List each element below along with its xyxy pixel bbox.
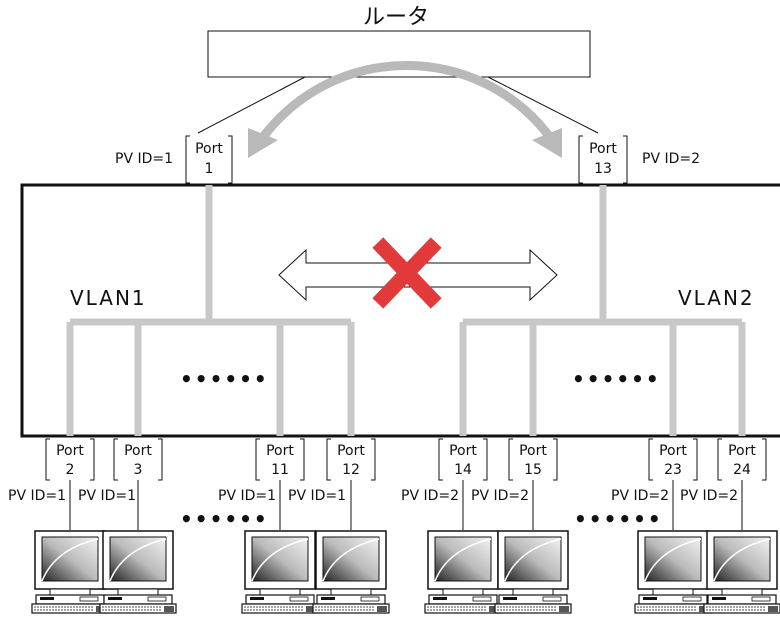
port-label: Port bbox=[56, 443, 84, 459]
port-label: Port bbox=[124, 443, 152, 459]
port-group-3: Port 12 PV ID=1 bbox=[288, 438, 390, 614]
port-number: 12 bbox=[342, 462, 360, 478]
port-bracket bbox=[648, 438, 698, 481]
pvid-label: PV ID=1 bbox=[78, 488, 136, 504]
port-group-4: Port 14 PV ID=2 bbox=[401, 438, 502, 614]
port-label: Port bbox=[337, 443, 365, 459]
router-link-1 bbox=[197, 76, 306, 134]
port-bracket bbox=[717, 438, 767, 481]
port-label: Port bbox=[659, 443, 687, 459]
port-bracket bbox=[438, 438, 488, 481]
vlan1-wiring bbox=[66, 185, 355, 436]
pvid-label: PV ID=2 bbox=[680, 488, 738, 504]
port-group-7: Port 24 PV ID=2 bbox=[680, 438, 780, 614]
port-group-2: Port 11 PV ID=1 bbox=[218, 438, 319, 614]
pvid-label: PV ID=2 bbox=[401, 488, 459, 504]
port-13-number: 13 bbox=[594, 161, 612, 177]
arrow-head-left bbox=[248, 128, 278, 158]
pvid-label: PV ID=2 bbox=[611, 488, 669, 504]
ellipsis-vlan2: •••••• bbox=[572, 367, 661, 391]
router-label: ルータ bbox=[363, 5, 429, 30]
port-number: 11 bbox=[271, 462, 289, 478]
port-bracket bbox=[45, 438, 95, 481]
port-1-pvid: PV ID=1 bbox=[115, 151, 173, 167]
switch-body bbox=[20, 183, 780, 438]
port-1-bracket bbox=[185, 135, 233, 184]
port-1-number: 1 bbox=[205, 161, 214, 177]
port-bracket bbox=[255, 438, 305, 481]
port-group-6: Port 23 PV ID=2 bbox=[611, 438, 712, 614]
pvid-label: PV ID=1 bbox=[218, 488, 276, 504]
port-number: 2 bbox=[66, 462, 75, 478]
computer-icon bbox=[703, 530, 780, 614]
port-13-bracket bbox=[578, 135, 628, 184]
ellipsis-bottom-right: •••••• bbox=[574, 507, 663, 531]
port-group-1: Port 3 PV ID=1 bbox=[78, 438, 177, 614]
port-13-pvid: PV ID=2 bbox=[642, 151, 700, 167]
router-link-13 bbox=[487, 76, 599, 134]
vlan2-label: VLAN2 bbox=[678, 286, 755, 310]
port-group-0: Port 2PV ID=1 bbox=[8, 438, 109, 614]
block-cross-icon bbox=[372, 237, 442, 309]
arrow-head-right bbox=[532, 128, 562, 158]
port-number: 24 bbox=[733, 462, 751, 478]
computer-icon bbox=[424, 530, 502, 614]
computer-icon bbox=[634, 530, 712, 614]
ellipsis-bottom-left: •••••• bbox=[180, 507, 269, 531]
routing-arc-arrow bbox=[254, 61, 556, 147]
computer-icon bbox=[494, 530, 572, 614]
port-number: 14 bbox=[454, 462, 472, 478]
pvid-label: PV ID=2 bbox=[471, 488, 529, 504]
port-bracket bbox=[113, 438, 163, 481]
vlan1-label: VLAN1 bbox=[70, 286, 147, 310]
pvid-label: PV ID=1 bbox=[8, 488, 66, 504]
computer-icon bbox=[99, 530, 177, 614]
port-number: 3 bbox=[134, 462, 143, 478]
pvid-label: PV ID=1 bbox=[288, 488, 346, 504]
port-group-5: Port 15 PV ID=2 bbox=[471, 438, 572, 614]
computer-icon bbox=[312, 530, 390, 614]
vlan2-wiring bbox=[459, 185, 746, 436]
computer-icon bbox=[31, 530, 109, 614]
port-13-label: Port bbox=[589, 141, 617, 157]
port-number: 23 bbox=[664, 462, 682, 478]
port-label: Port bbox=[449, 443, 477, 459]
computer-icon bbox=[241, 530, 319, 614]
port-number: 15 bbox=[524, 462, 542, 478]
port-label: Port bbox=[266, 443, 294, 459]
port-1-label: Port bbox=[195, 141, 223, 157]
port-label: Port bbox=[519, 443, 547, 459]
port-label: Port bbox=[728, 443, 756, 459]
ellipsis-vlan1: •••••• bbox=[180, 367, 269, 391]
port-bracket bbox=[508, 438, 558, 481]
port-bracket bbox=[326, 438, 376, 481]
